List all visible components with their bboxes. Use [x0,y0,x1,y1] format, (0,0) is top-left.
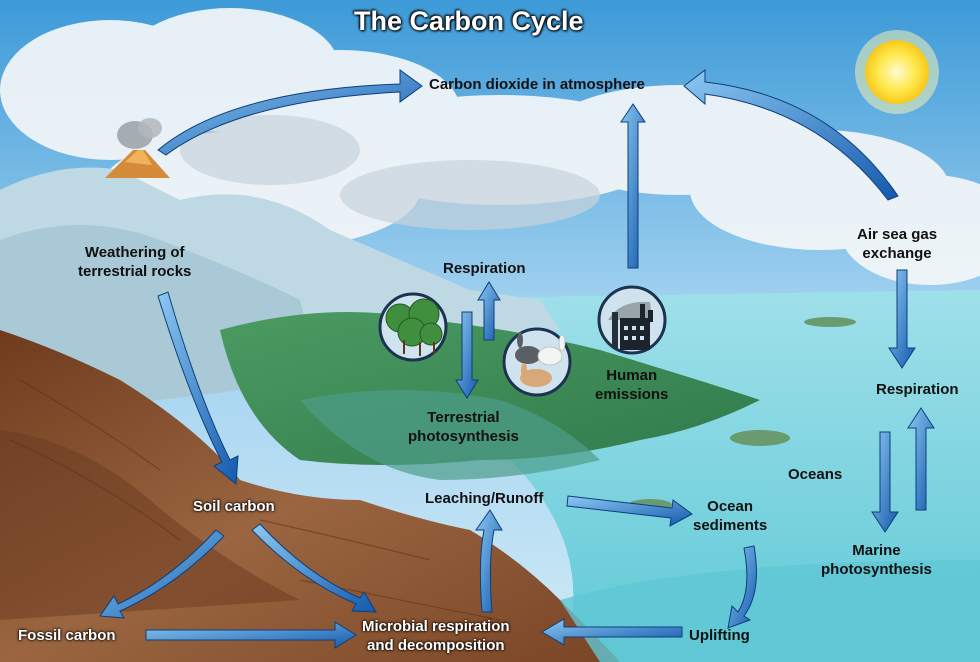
arrow-fossil-to-microbial [145,621,357,649]
arrow-leaching-to-sediments [566,495,693,527]
volcano-icon [105,118,170,178]
label-human-emissions: Human emissions [595,367,669,403]
label-ocean-sediments: Ocean sediments [693,498,768,534]
label-fossil-carbon: Fossil carbon [18,627,116,644]
arrow-respiration-up [477,281,501,341]
label-uplifting: Uplifting [689,627,750,644]
arrow-airsea-to-atmosphere [683,68,899,201]
label-leaching-runoff: Leaching/Runoff [425,490,544,507]
arrow-microbial-to-leaching [475,509,503,613]
clouds [0,8,980,285]
label-weathering: Weathering of terrestrial rocks [78,244,192,280]
arrow-weathering-to-soil [157,291,239,485]
factory-icon [597,285,667,355]
arrow-uplifting-to-microbial [541,618,683,646]
sun-icon [855,30,939,114]
label-respiration-ocean: Respiration [876,381,959,398]
arrow-marine-photosynthesis-down [871,431,899,533]
label-carbon-dioxide-atmosphere: Carbon dioxide in atmosphere [429,76,645,93]
arrow-airsea-down [888,269,916,369]
arrow-volcano-to-atmosphere [157,69,423,156]
arrow-ocean-respiration-up [907,407,935,511]
label-air-sea-gas-exchange: Air sea gas exchange [857,226,938,262]
label-respiration-land: Respiration [443,260,526,277]
arrow-soil-to-microbial [251,523,377,613]
diagram-title: The Carbon Cycle [354,6,584,36]
label-soil-carbon: Soil carbon [193,498,275,515]
arrow-soil-to-fossil [99,529,225,619]
arrow-sediments-to-uplifting [727,545,757,629]
label-oceans: Oceans [788,466,843,483]
flow-arrows [99,68,935,649]
label-terrestrial-photosynthesis: Terrestrial photosynthesis [408,409,519,445]
label-microbial-respiration: Microbial respiration and decomposition [362,618,510,654]
arrow-photosynthesis-down [455,311,479,399]
trees-icon [378,292,448,362]
rabbits-icon [502,327,572,397]
arrow-human-emissions-up [620,103,646,269]
label-marine-photosynthesis: Marine photosynthesis [821,542,932,578]
